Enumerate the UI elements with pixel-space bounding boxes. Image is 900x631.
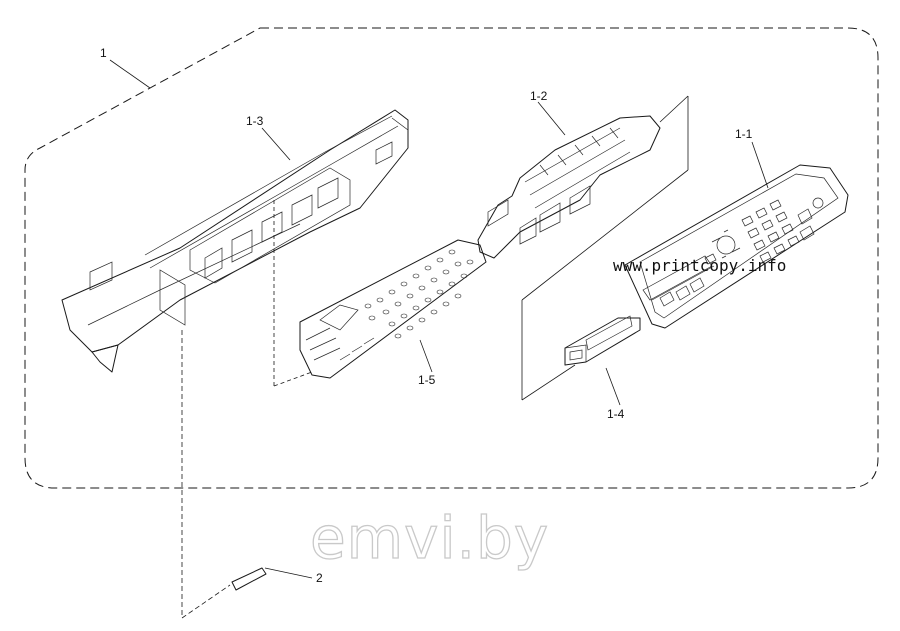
leader-1-5 xyxy=(419,339,433,373)
alignment-lines xyxy=(181,95,689,619)
watermark-site-text: www.printcopy.info xyxy=(613,256,786,275)
callout-assembly: 1 xyxy=(100,46,107,60)
leader-1-1 xyxy=(751,141,769,189)
part-1-2-bracket xyxy=(477,115,661,259)
part-1-4-lcd xyxy=(564,315,641,366)
pcb-holes xyxy=(364,249,474,339)
part-1-1-operation-panel xyxy=(624,164,849,329)
callout-1-1: 1-1 xyxy=(735,127,753,141)
leader-1-2 xyxy=(537,101,566,136)
leader-lines xyxy=(109,59,769,579)
leader-1 xyxy=(109,59,151,89)
callout-2: 2 xyxy=(316,571,323,585)
leader-1-3 xyxy=(261,127,291,161)
leader-1-4 xyxy=(605,367,621,406)
callout-1-3: 1-3 xyxy=(246,114,264,128)
callout-1-2: 1-2 xyxy=(530,89,548,103)
callout-labels: 1 1-3 1-2 1-1 1-4 1-5 2 xyxy=(100,46,753,585)
part-2-badge xyxy=(231,567,267,591)
assembly-boundary-dashed xyxy=(24,27,879,489)
part-1-5-main-pcb xyxy=(299,239,487,379)
watermark-brand-text: emvi.by xyxy=(310,504,549,572)
leader-2 xyxy=(264,567,313,579)
callout-1-5: 1-5 xyxy=(418,373,436,387)
part-1-3-front-cover xyxy=(61,109,409,373)
keypad-grid xyxy=(741,199,800,263)
callout-1-4: 1-4 xyxy=(607,407,625,421)
